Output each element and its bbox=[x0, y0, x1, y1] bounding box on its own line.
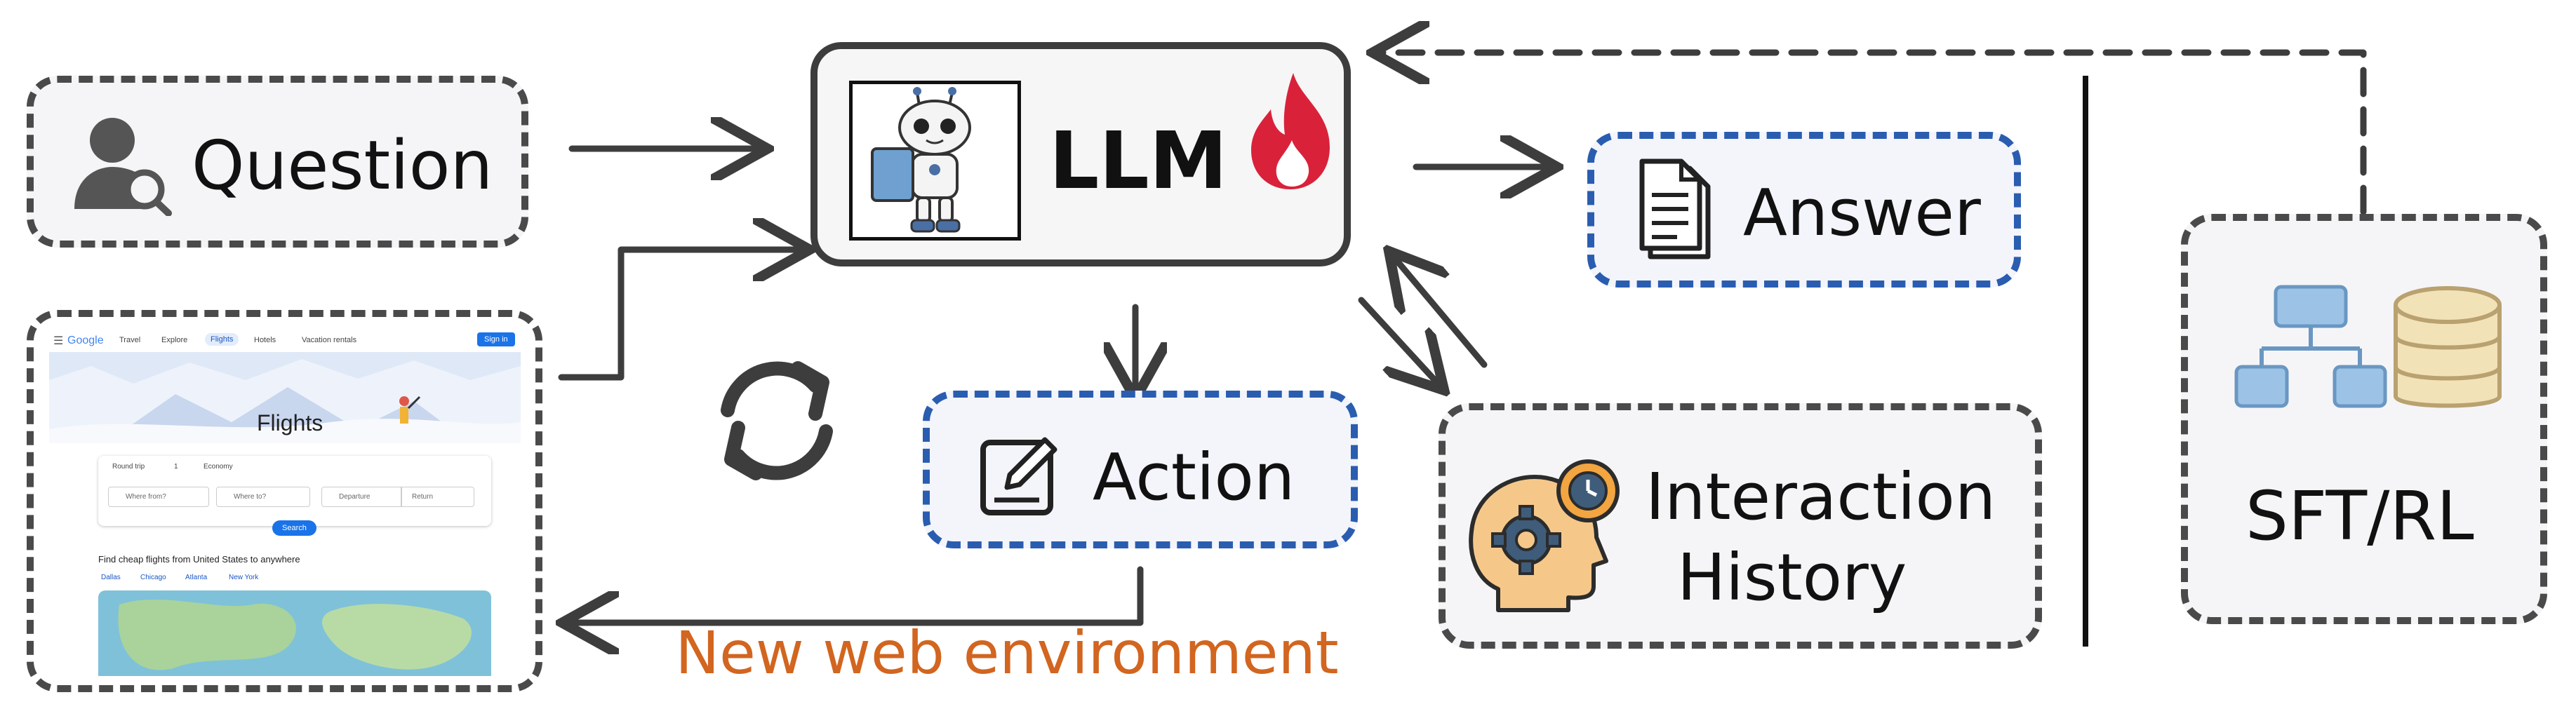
interaction-history-node: Interaction History bbox=[1439, 403, 2042, 649]
edge-label-new-web-environment: New web environment bbox=[675, 619, 1338, 687]
tab-hotels[interactable]: Hotels bbox=[254, 336, 276, 344]
city-chip-chicago[interactable]: Chicago bbox=[140, 574, 166, 581]
where-from-input[interactable]: Where from? bbox=[108, 487, 209, 507]
passenger-select[interactable]: 1 bbox=[174, 463, 178, 471]
flights-title: Flights bbox=[257, 410, 323, 435]
browser-topbar: ☰ Google Travel Explore Flights Hotels V… bbox=[49, 330, 521, 353]
sign-in-button[interactable]: Sign in bbox=[477, 332, 515, 346]
cabin-select[interactable]: Economy bbox=[203, 463, 233, 471]
city-chip-atlanta[interactable]: Atlanta bbox=[185, 574, 208, 581]
city-chip-new-york[interactable]: New York bbox=[229, 574, 259, 581]
database-icon bbox=[2394, 286, 2502, 408]
city-chip-dallas[interactable]: Dallas bbox=[101, 574, 121, 581]
arrow-llm-to-history bbox=[1358, 297, 1440, 386]
connectors bbox=[558, 53, 2367, 623]
menu-icon[interactable]: ☰ bbox=[53, 335, 64, 347]
question-label: Question bbox=[192, 126, 493, 205]
history-label-line2: History bbox=[1677, 540, 1907, 615]
departure-input[interactable]: Departure bbox=[321, 487, 401, 507]
flights-hero-illustration bbox=[49, 352, 521, 443]
tab-travel[interactable]: Travel bbox=[119, 336, 141, 344]
cheap-flights-heading: Find cheap flights from United States to… bbox=[98, 554, 300, 565]
robot-icon bbox=[849, 81, 1021, 241]
arrow-action-to-environment bbox=[568, 566, 1144, 623]
trip-type-select[interactable]: Round trip bbox=[112, 463, 145, 471]
arrow-training-to-llm bbox=[1379, 53, 2367, 215]
google-logo[interactable]: Google bbox=[67, 335, 104, 346]
flight-search-form: Round trip 1 Economy Where from? Where t… bbox=[98, 456, 491, 526]
training-node: SFT/RL bbox=[2181, 214, 2547, 624]
flights-map[interactable] bbox=[98, 590, 491, 676]
training-label: SFT/RL bbox=[2245, 477, 2474, 555]
history-label-line1: Interaction bbox=[1646, 459, 1996, 534]
arrow-history-to-llm bbox=[1393, 256, 1488, 368]
search-button[interactable]: Search bbox=[272, 520, 316, 536]
action-node: Action bbox=[923, 391, 1358, 548]
answer-label: Answer bbox=[1743, 175, 1981, 250]
question-node: Question bbox=[27, 76, 528, 248]
llm-label: LLM bbox=[1049, 116, 1228, 207]
refresh-cycle-icon bbox=[721, 361, 833, 480]
where-to-input[interactable]: Where to? bbox=[216, 487, 310, 507]
document-icon bbox=[1639, 158, 1711, 259]
head-gear-icon bbox=[1469, 459, 1620, 612]
browser-screenshot: ☰ Google Travel Explore Flights Hotels V… bbox=[49, 330, 521, 676]
llm-node: LLM bbox=[810, 42, 1351, 266]
edit-icon bbox=[980, 437, 1057, 515]
tab-vacation-rentals[interactable]: Vacation rentals bbox=[302, 336, 357, 344]
flowchart-icon bbox=[2234, 285, 2387, 408]
tab-explore[interactable]: Explore bbox=[161, 336, 188, 344]
answer-node: Answer bbox=[1587, 132, 2021, 288]
flame-icon bbox=[1251, 73, 1330, 189]
user-search-icon bbox=[74, 118, 172, 216]
return-input[interactable]: Return bbox=[401, 487, 474, 507]
arrow-environment-to-llm bbox=[558, 250, 803, 381]
web-environment-node: ☰ Google Travel Explore Flights Hotels V… bbox=[27, 310, 542, 692]
tab-flights[interactable]: Flights bbox=[205, 333, 239, 346]
action-label: Action bbox=[1093, 440, 1295, 515]
